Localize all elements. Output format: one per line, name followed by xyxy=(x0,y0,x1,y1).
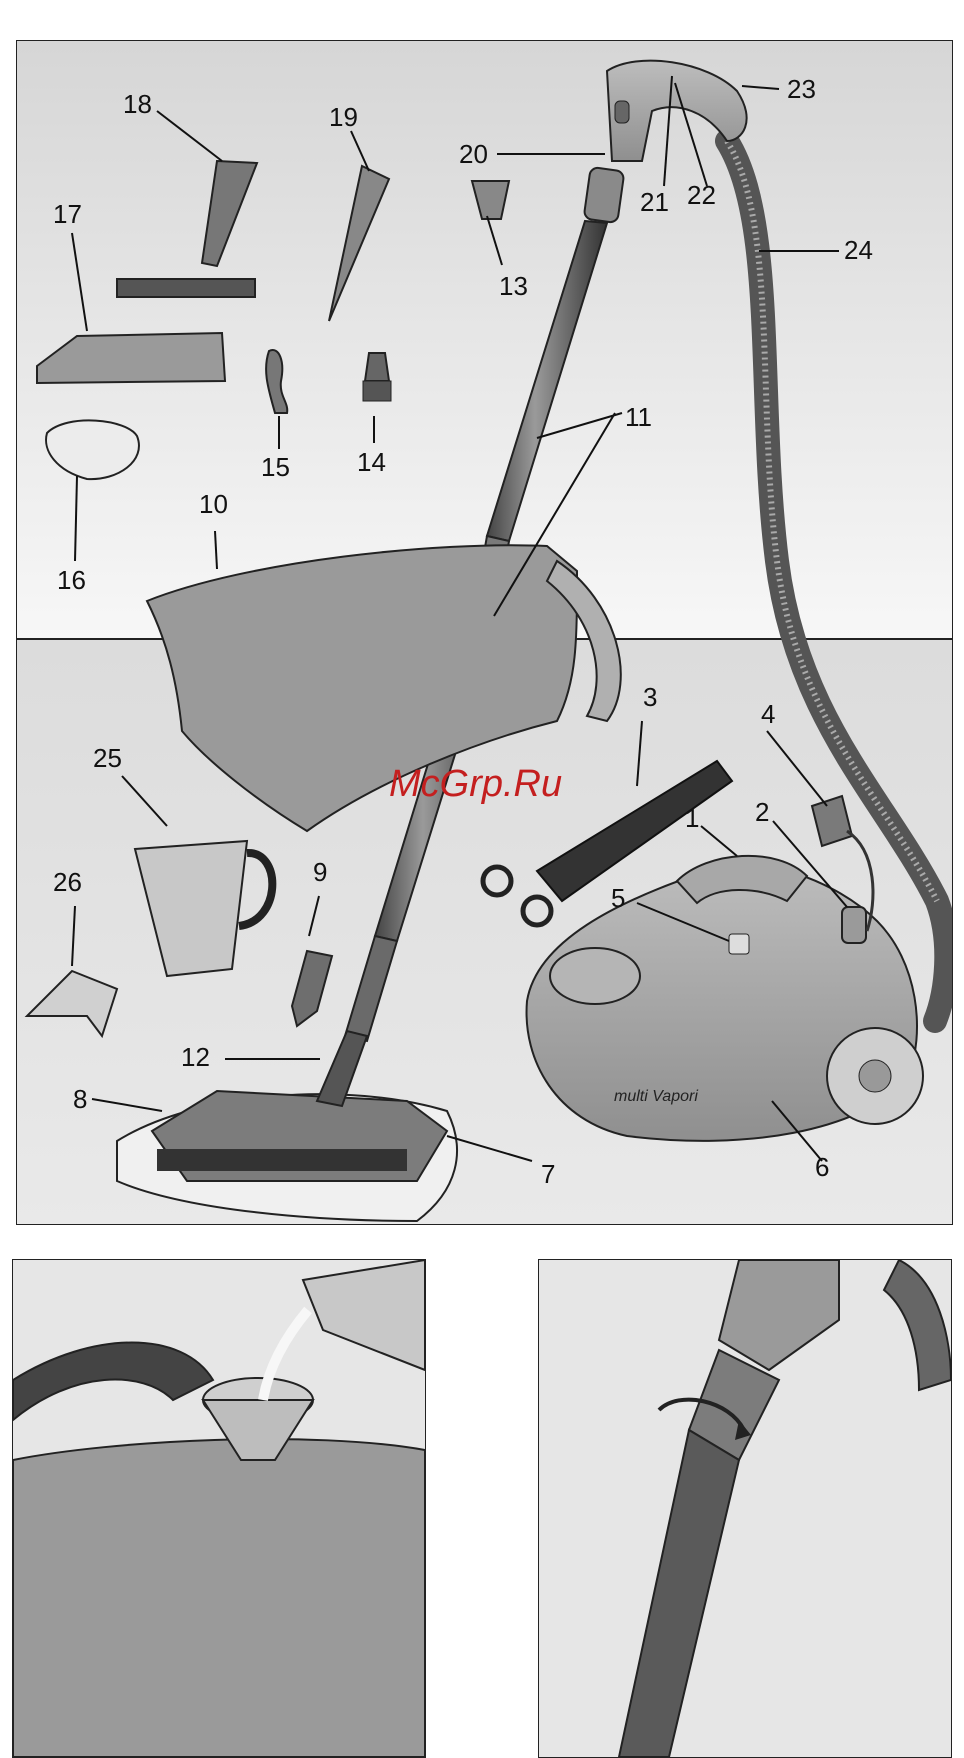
callout-8: 8 xyxy=(73,1084,87,1114)
steam-button xyxy=(729,934,749,954)
callout-4: 4 xyxy=(761,699,775,729)
callout-18: 18 xyxy=(123,89,152,119)
device-body xyxy=(13,1439,425,1757)
callout-26: 26 xyxy=(53,867,82,897)
trigger-button xyxy=(615,101,629,123)
callout-22: 22 xyxy=(687,180,716,210)
callout-3: 3 xyxy=(643,682,657,712)
callout-12: 12 xyxy=(181,1042,210,1072)
callout-16: 16 xyxy=(57,565,86,595)
callout-9: 9 xyxy=(313,857,327,887)
filling-illustration xyxy=(13,1260,425,1757)
safety-cap xyxy=(842,907,866,943)
callout-19: 19 xyxy=(329,102,358,132)
callout-21: 21 xyxy=(640,187,669,217)
attaching-illustration xyxy=(539,1260,951,1757)
callout-23: 23 xyxy=(787,74,816,104)
callout-11: 11 xyxy=(625,402,652,432)
callout-5: 5 xyxy=(611,883,625,913)
callout-24: 24 xyxy=(844,235,873,265)
callout-14: 14 xyxy=(357,447,386,477)
product-label: multi Vapori xyxy=(614,1088,698,1105)
callout-15: 15 xyxy=(261,452,290,482)
callout-7: 7 xyxy=(541,1159,555,1189)
inset-filling-water xyxy=(12,1259,426,1758)
watermark: McGrp.Ru xyxy=(389,763,562,805)
steam-cleaner-exploded-diagram: multi Vapori xyxy=(17,41,952,1224)
inset-attaching-accessory xyxy=(538,1259,952,1758)
callout-2: 2 xyxy=(755,797,769,827)
callout-13: 13 xyxy=(499,271,528,301)
callout-17: 17 xyxy=(53,199,82,229)
callout-10: 10 xyxy=(199,489,228,519)
round-brush-14 xyxy=(365,353,389,381)
callout-25: 25 xyxy=(93,743,122,773)
callout-1: 1 xyxy=(685,803,699,833)
main-illustration-panel: multi Vapori xyxy=(16,40,953,1225)
callout-6: 6 xyxy=(815,1152,829,1182)
callout-20: 20 xyxy=(459,139,488,169)
